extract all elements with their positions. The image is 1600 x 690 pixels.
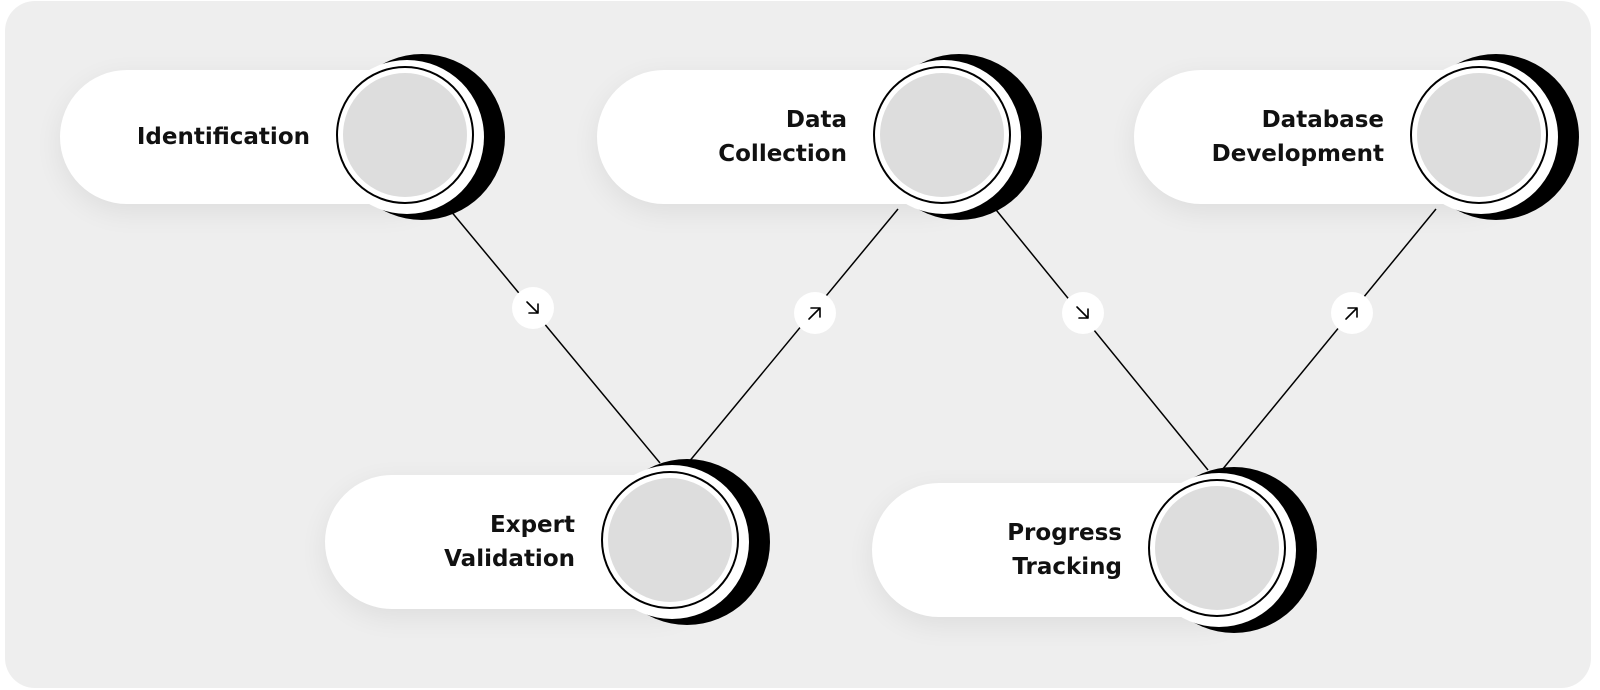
arrow-up-right-icon xyxy=(808,307,821,320)
arrow-badge-2 xyxy=(794,292,836,334)
step-label: Data Collection xyxy=(718,107,847,167)
step-label: Progress Tracking xyxy=(1007,520,1122,580)
arrow-down-right-icon xyxy=(1076,306,1089,319)
arrow-badge-4 xyxy=(1331,292,1373,334)
step-database-development: Database Development xyxy=(1134,54,1579,224)
arrow-badge-1 xyxy=(512,287,554,329)
circle-icon xyxy=(1417,73,1541,197)
arrow-badge-3 xyxy=(1062,292,1104,334)
step-label: Database Development xyxy=(1211,107,1384,167)
step-label: Identification xyxy=(136,124,310,150)
circle-icon xyxy=(343,73,467,197)
circle-icon xyxy=(1155,486,1279,610)
step-data-collection: Data Collection xyxy=(597,54,1042,224)
step-identification: Identification xyxy=(60,54,505,224)
step-label: Expert Validation xyxy=(444,512,575,572)
step-progress-tracking: Progress Tracking xyxy=(872,467,1317,637)
circle-icon xyxy=(608,478,732,602)
circle-icon xyxy=(880,73,1004,197)
arrow-down-right-icon xyxy=(526,301,539,314)
arrow-up-right-icon xyxy=(1345,307,1358,320)
step-expert-validation: Expert Validation xyxy=(325,459,770,629)
